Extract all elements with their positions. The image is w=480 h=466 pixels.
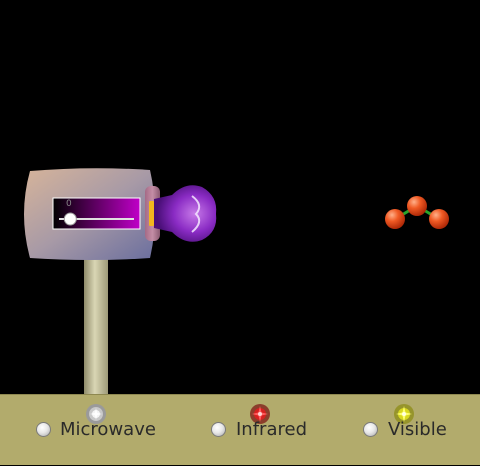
molecule-atom (407, 196, 427, 216)
visible-icon (394, 404, 414, 424)
option-infrared[interactable]: Infrared (210, 395, 320, 466)
molecule-atom (429, 209, 449, 229)
infrared-label: Infrared (236, 419, 307, 440)
visible-label: Visible (388, 419, 447, 440)
visible-radio[interactable] (363, 422, 378, 437)
intensity-slider[interactable]: 0 (52, 197, 141, 230)
intensity-slider-mark: 0 (66, 199, 72, 209)
molecule[interactable] (385, 196, 449, 229)
emitter-stand (84, 255, 108, 394)
light-source-panel: Microwave Infrared Visible (0, 394, 480, 465)
molecule-atom (385, 209, 405, 229)
microwave-label: Microwave (60, 419, 156, 440)
simulation-scene: 0 (24, 168, 449, 394)
infrared-radio[interactable] (211, 422, 226, 437)
lamp-base-ring (149, 201, 154, 226)
intensity-slider-thumb[interactable] (63, 212, 77, 226)
microwave-icon (86, 404, 106, 424)
microwave-radio[interactable] (36, 422, 51, 437)
lamp-bulb (154, 185, 217, 242)
infrared-icon (250, 404, 270, 424)
lamp-filament (191, 195, 201, 233)
option-microwave[interactable]: Microwave (34, 395, 174, 466)
option-visible[interactable]: Visible (362, 395, 472, 466)
